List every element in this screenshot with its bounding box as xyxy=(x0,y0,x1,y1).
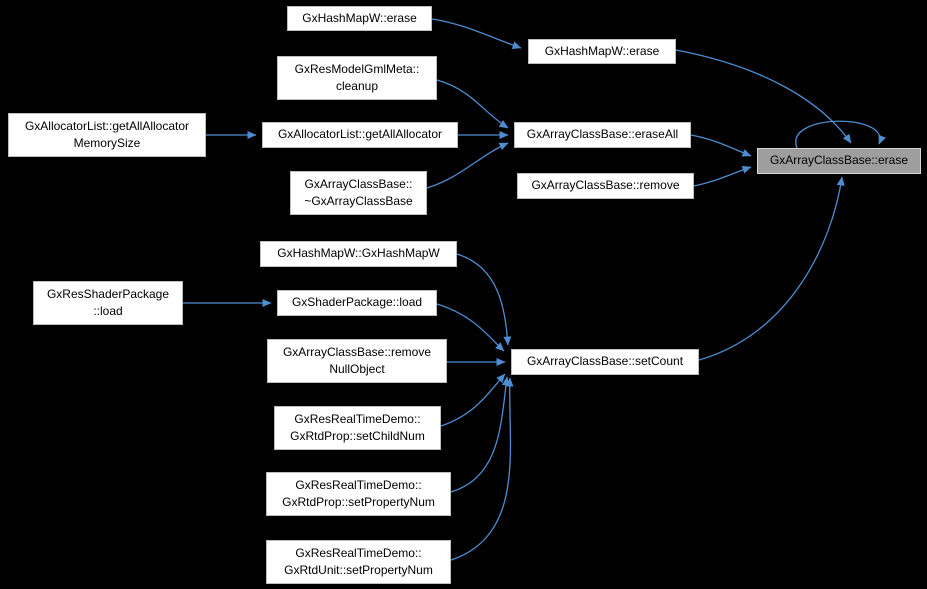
node-gxrtdprop-setchildnum[interactable]: GxResRealTimeDemo:: GxRtdProp::setChildN… xyxy=(274,406,441,450)
node-gxhashmapw-ctor[interactable]: GxHashMapW::GxHashMapW xyxy=(260,241,457,267)
edge-hashmapw-erase-to-erase xyxy=(675,49,852,144)
edge-dtor-arrayclassbase-to-eraseall xyxy=(426,142,509,189)
node-gxresmodelgmlmeta-cleanup[interactable]: GxResModelGmlMeta:: cleanup xyxy=(277,56,437,100)
node-gxrtdprop-setpropertynum[interactable]: GxResRealTimeDemo:: GxRtdProp::setProper… xyxy=(266,472,451,516)
node-gxhashmapw-erase[interactable]: GxHashMapW::erase xyxy=(528,39,676,64)
edge-unit-setpropertynum-to-setcount xyxy=(450,377,514,561)
edge-eraseall-to-erase xyxy=(690,134,752,157)
edge-hashmapw-ctor-to-setcount xyxy=(456,253,512,346)
edge-setcount-to-erase xyxy=(698,176,845,361)
edge-shaderpackage-load-to-setcount xyxy=(436,303,505,352)
node-gxallocatorlist-getallallocator-memorysize[interactable]: GxAllocatorList::getAllAllocator MemoryS… xyxy=(8,113,206,157)
edge-erase-self-loop xyxy=(795,120,886,149)
edge-hashmapw-erase-caller-to-hashmapw-erase xyxy=(431,18,522,50)
edge-prop-setpropertynum-to-setcount xyxy=(450,376,510,493)
node-gxarrayclassbase-setcount[interactable]: GxArrayClassBase::setCount xyxy=(511,349,699,375)
node-gxarrayclassbase-removenullobject[interactable]: GxArrayClassBase::remove NullObject xyxy=(267,339,447,383)
node-gxarrayclassbase-remove[interactable]: GxArrayClassBase::remove xyxy=(517,173,694,199)
node-gxrtdunit-setpropertynum[interactable]: GxResRealTimeDemo:: GxRtdUnit::setProper… xyxy=(266,540,451,584)
node-gxresshaderpackage-load[interactable]: GxResShaderPackage ::load xyxy=(33,281,183,325)
node-gxarrayclassbase-erase-current: GxArrayClassBase::erase xyxy=(757,148,921,174)
edge-setchildnum-to-setcount xyxy=(440,373,506,427)
edge-resmodelgmlmeta-cleanup-to-eraseall xyxy=(436,79,509,129)
node-gxarrayclassbase-eraseall[interactable]: GxArrayClassBase::eraseAll xyxy=(514,122,691,148)
node-gxarrayclassbase-dtor[interactable]: GxArrayClassBase:: ~GxArrayClassBase xyxy=(290,171,427,215)
node-gxshaderpackage-load[interactable]: GxShaderPackage::load xyxy=(277,290,437,316)
node-gxallocatorlist-getallallocator[interactable]: GxAllocatorList::getAllAllocator xyxy=(262,122,458,148)
edge-remove-to-erase xyxy=(693,165,752,187)
node-gxhashmapw-erase-caller[interactable]: GxHashMapW::erase xyxy=(287,6,432,31)
